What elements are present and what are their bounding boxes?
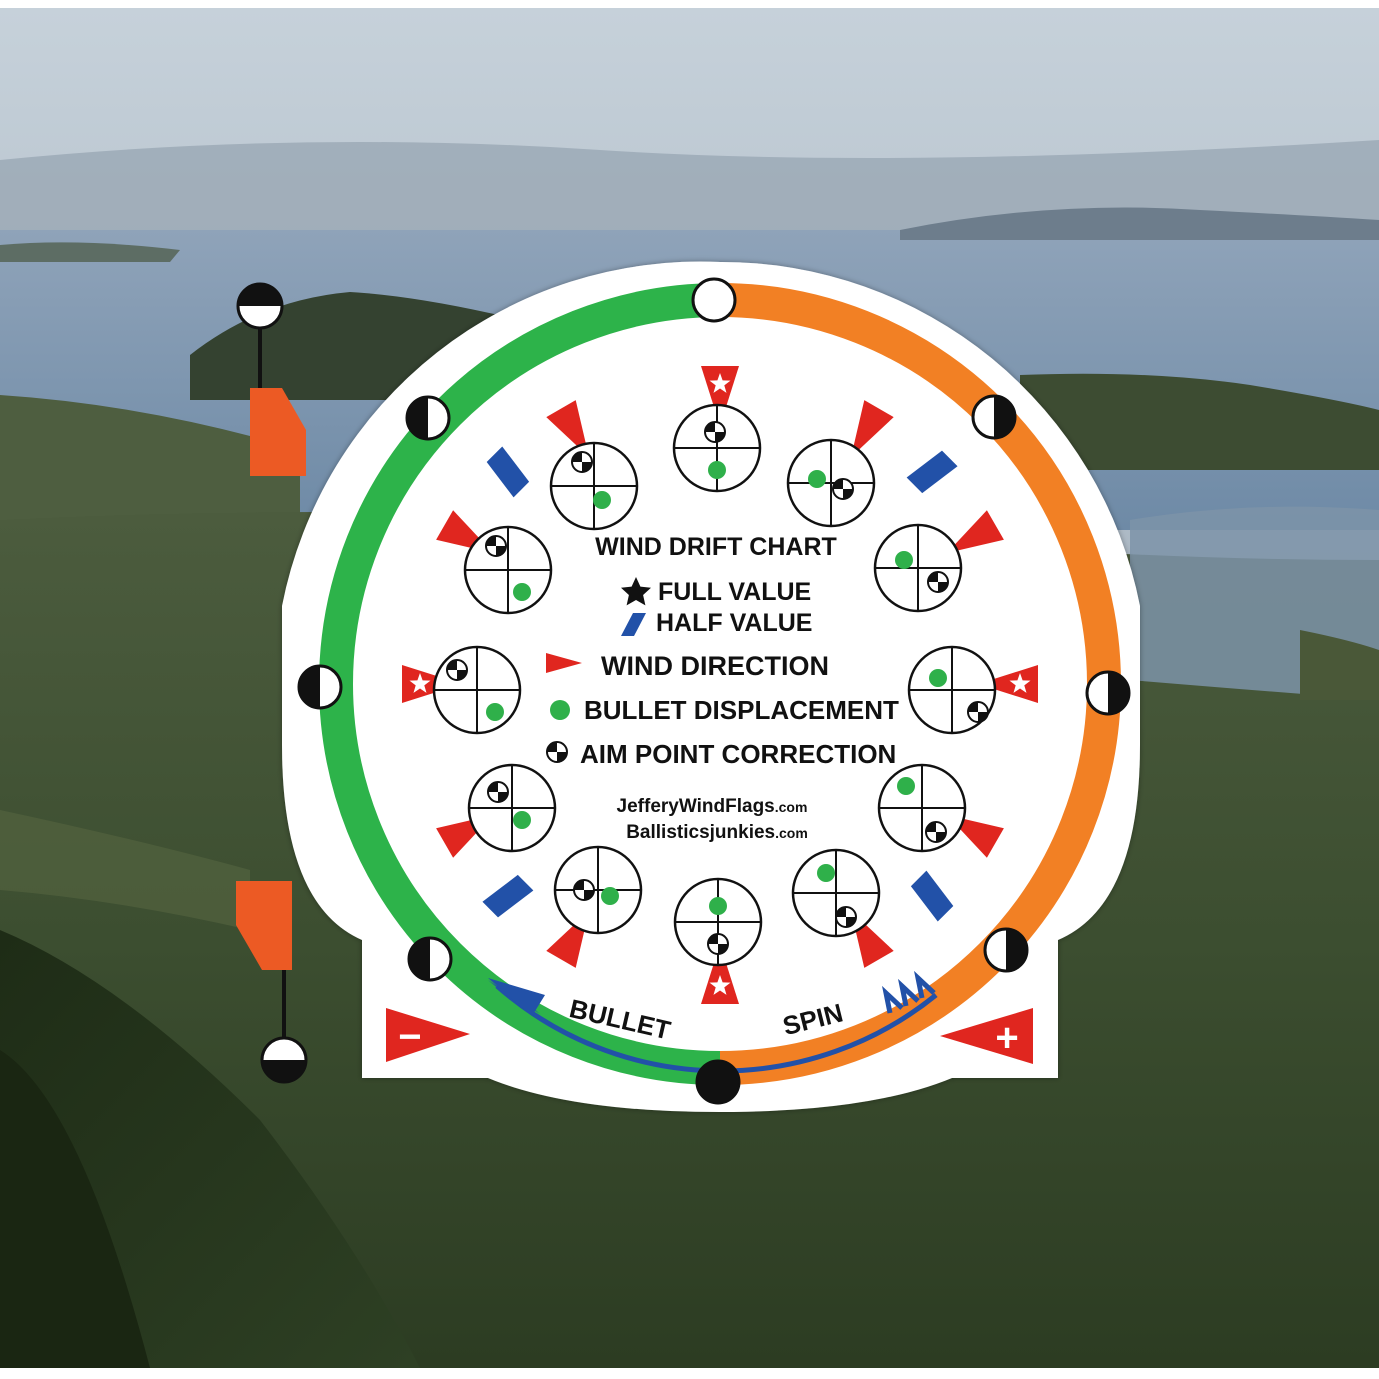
aim-point-icon (546, 741, 568, 763)
bullet-dot-0 (708, 461, 726, 479)
website-ballistics-tld: .com (775, 825, 808, 841)
legend-wind-direction: WIND DIRECTION (601, 651, 829, 681)
legend-aim-point-correction: AIM POINT CORRECTION (580, 739, 896, 769)
target-circle-5 (791, 848, 881, 938)
clock-marker-7 (405, 395, 451, 441)
wind-pennant-0 (701, 366, 739, 426)
spin-arrow-fletching (882, 970, 936, 1014)
legend-bullet-displacement: BULLET DISPLACEMENT (584, 695, 899, 725)
chart-title: WIND DRIFT CHART (595, 533, 837, 561)
aim-point-icon-9 (446, 659, 468, 681)
aim-point-icon-10 (485, 535, 507, 557)
target-circle-9 (432, 645, 522, 735)
target-circle-1 (786, 438, 876, 528)
website-jeffery-tld: .com (775, 799, 808, 815)
chart-legend: WIND DRIFT CHART FULL VALUE HALF VALUE W… (546, 533, 899, 843)
aim-point-icon-11 (571, 451, 593, 473)
wind-pennant-1 (851, 400, 894, 458)
website-jeffery: JefferyWindFlags.com (617, 796, 808, 817)
target-circle-10 (463, 525, 553, 615)
pennant-star-icon-6 (709, 975, 731, 995)
plus-pennant: + (940, 1008, 1033, 1064)
bullet-dot-9 (486, 703, 504, 721)
website-jeffery-name: JefferyWindFlags (617, 796, 775, 817)
target-circle-2 (873, 523, 963, 613)
bullet-dot-7 (601, 887, 619, 905)
wind-pennant-3 (978, 665, 1038, 703)
legend-half-value: HALF VALUE (656, 609, 812, 637)
bullet-dot-4 (897, 777, 915, 795)
wind-flag-top (236, 282, 306, 476)
aim-point-icon-5 (835, 906, 857, 928)
target-circle-6 (673, 877, 763, 967)
minus-sign: − (398, 1015, 421, 1059)
half-value-flags (482, 446, 958, 922)
aim-point-icon-2 (927, 571, 949, 593)
target-circle-3 (907, 645, 997, 735)
half-flag-icon-0 (906, 450, 958, 494)
clock-markers (297, 277, 1131, 1105)
aim-point-icon-7 (573, 879, 595, 901)
wind-pennant-9 (402, 665, 462, 703)
clock-marker-5 (407, 936, 453, 982)
bullet-dot-1 (808, 470, 826, 488)
target-circle-11 (549, 441, 639, 531)
pennant-star-icon-3 (1009, 673, 1031, 693)
bullet-dot-2 (895, 551, 913, 569)
clock-marker-4 (695, 1059, 741, 1105)
aim-point-icon-6 (707, 933, 729, 955)
clock-marker-3 (983, 927, 1029, 973)
aim-point-icon-3 (967, 701, 989, 723)
wind-flag-bottom (236, 881, 308, 1084)
aim-point-icon-8 (487, 781, 509, 803)
clock-marker-0 (691, 277, 737, 323)
target-circle-0 (672, 403, 762, 493)
target-circle-4 (877, 763, 967, 853)
legend-full-value: FULL VALUE (658, 578, 811, 606)
aim-point-icon-1 (832, 478, 854, 500)
star-icon (621, 577, 651, 606)
website-ballistics: Ballisticsjunkies.com (626, 822, 808, 843)
half-flag-icon-3 (486, 446, 530, 498)
target-circle-7 (553, 845, 643, 935)
wind-pennant-2 (946, 510, 1004, 553)
pennant-star-icon-9 (409, 673, 431, 693)
target-circles (432, 403, 997, 967)
website-ballistics-name: Ballisticsjunkies (626, 822, 775, 843)
spin-arrow-head-main (488, 978, 545, 1016)
half-flag-icon-1 (910, 870, 954, 922)
clock-marker-1 (971, 394, 1017, 440)
aim-point-icon-4 (925, 821, 947, 843)
target-circle-8 (467, 763, 557, 853)
bullet-dot-10 (513, 583, 531, 601)
wind-pennant-11 (546, 400, 589, 458)
wind-pennant-6 (701, 944, 739, 1004)
pennant-star-icon-0 (709, 373, 731, 393)
green-dot-icon (550, 700, 570, 720)
aim-point-icon-0 (704, 421, 726, 443)
bullet-dot-11 (593, 491, 611, 509)
minus-pennant: − (386, 1008, 470, 1062)
plus-sign: + (995, 1016, 1018, 1060)
bullet-dot-3 (929, 669, 947, 687)
bullet-dot-6 (709, 897, 727, 915)
half-flag-icon (621, 613, 646, 636)
bullet-dot-8 (513, 811, 531, 829)
clock-marker-6 (297, 664, 343, 710)
clock-marker-2 (1085, 670, 1131, 716)
pennant-icon (546, 653, 582, 673)
half-flag-icon-2 (482, 874, 534, 918)
bullet-dot-5 (817, 864, 835, 882)
